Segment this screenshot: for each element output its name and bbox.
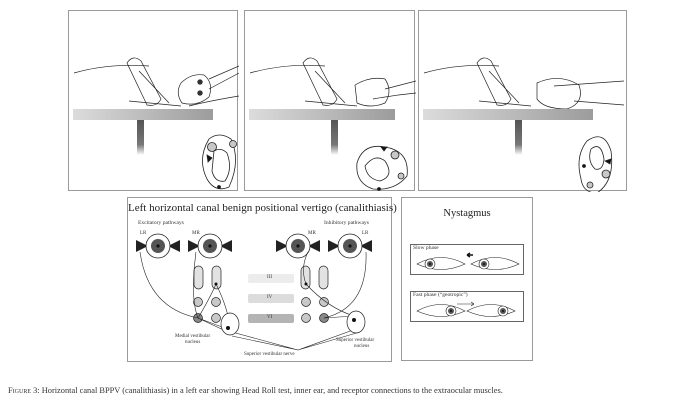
- muscle-label-lr-right: LR: [362, 231, 369, 236]
- fast-phase-box: Fast phase (“geotropic”): [410, 291, 524, 322]
- muscle-label-lr-left: LR: [140, 231, 147, 236]
- cranial-nerve-nuclei: [193, 265, 329, 323]
- neural-pathways: [139, 251, 367, 351]
- inner-ear-diagram: [202, 134, 237, 190]
- eye-mr-right: [276, 233, 320, 259]
- patient-figure: [249, 57, 416, 107]
- head-roll-panel-3: [418, 10, 627, 192]
- medial-vestibular-nucleus-label-2: nucleus: [185, 340, 201, 345]
- table-leg: [137, 120, 144, 155]
- nucleus-label-III: III: [267, 275, 272, 280]
- slow-phase-label: Slow phase: [413, 245, 439, 251]
- superior-vestibular-nerve-label: Superior vestibular nerve: [244, 352, 295, 357]
- head-roll-panel-1: [68, 10, 239, 191]
- slow-phase-eyes: [416, 252, 520, 270]
- patient-figure: [73, 57, 239, 107]
- figure-label: Figure 3:: [8, 386, 40, 395]
- eye-left: [416, 304, 466, 317]
- nystagmus-panel: Nystagmus Slow phase Fast phase (“geotro…: [401, 197, 533, 361]
- pathways-panel: Left horizontal canal benign positional …: [127, 197, 397, 362]
- eye-lr-left: [136, 233, 180, 259]
- synapse-marker: [304, 282, 308, 286]
- superior-vestibular-nucleus-label-2: nucleus: [354, 344, 370, 349]
- excitatory-pathways-label: Excitatory pathways: [138, 220, 184, 226]
- fast-phase-label: Fast phase (“geotropic”): [413, 292, 468, 298]
- nucleus-III-box: [248, 274, 294, 283]
- synapse-marker: [214, 282, 218, 286]
- eye-right: [470, 257, 520, 270]
- nucleus-IV-box: [248, 294, 294, 303]
- eye-lr-right: [328, 233, 372, 259]
- muscle-label-mr-right: MR: [308, 231, 316, 236]
- head-roll-illustration-2: [249, 57, 416, 191]
- otolith-marker: [226, 326, 230, 330]
- eye-left: [416, 257, 466, 270]
- caption-text: Horizontal canal BPPV (canalithiasis) in…: [39, 386, 503, 395]
- exam-table: [73, 109, 213, 120]
- table-leg: [515, 120, 522, 155]
- fast-phase-arrow-icon: [457, 301, 475, 307]
- superior-vestibular-nucleus-label-1: Superior vestibular: [336, 338, 375, 343]
- head-roll-illustration-1: [73, 57, 239, 190]
- medial-vestibular-nucleus-label-1: Medial vestibular: [175, 334, 211, 339]
- pathways-title: Left horizontal canal benign positional …: [128, 202, 397, 214]
- inner-ear-diagram: [578, 136, 613, 192]
- head-roll-illustration-3: [423, 57, 625, 192]
- eye-mr-left: [188, 233, 232, 259]
- slow-phase-arrow-icon: [466, 252, 473, 258]
- nucleus-VI-box: [248, 314, 294, 323]
- otolith-marker: [352, 318, 356, 322]
- figure-caption: Figure 3: Horizontal canal BPPV (canalit…: [8, 385, 688, 397]
- pathways-diagram: [136, 233, 372, 351]
- exam-table: [249, 109, 395, 120]
- slow-phase-box: Slow phase: [410, 244, 524, 275]
- muscle-label-mr-left: MR: [192, 231, 200, 236]
- table-leg: [331, 120, 338, 155]
- nucleus-label-VI: VI: [267, 315, 273, 320]
- nucleus-label-IV: IV: [267, 295, 273, 300]
- exam-table: [423, 109, 593, 120]
- fast-phase-eyes: [416, 301, 516, 317]
- vestibular-nuclei: [220, 310, 366, 336]
- patient-figure: [423, 57, 625, 110]
- inner-ear-diagram: [356, 145, 408, 191]
- head-roll-panel-2: [244, 10, 416, 191]
- inhibitory-pathways-label: Inhibitory pathways: [324, 220, 369, 226]
- nystagmus-title: Nystagmus: [443, 208, 491, 219]
